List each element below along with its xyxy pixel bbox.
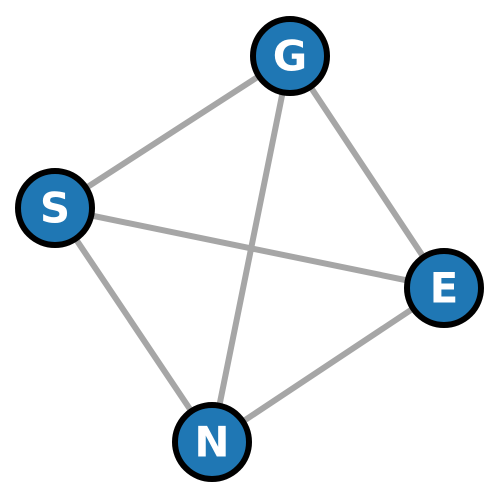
node-g: G [250,16,330,96]
node-n: N [172,402,252,482]
edge-s-e [52,205,447,291]
node-s: S [15,168,95,248]
edge-s-n [52,205,215,445]
edge-g-s [52,53,293,211]
node-label-s: S [40,184,70,233]
edge-g-e [287,53,447,291]
edges-layer [52,53,447,445]
node-e: E [404,248,484,328]
edge-n-e [209,285,447,445]
node-label-n: N [194,418,229,467]
node-label-e: E [430,264,459,313]
node-label-g: G [273,32,307,81]
nodes-layer: G S E N [15,16,484,482]
